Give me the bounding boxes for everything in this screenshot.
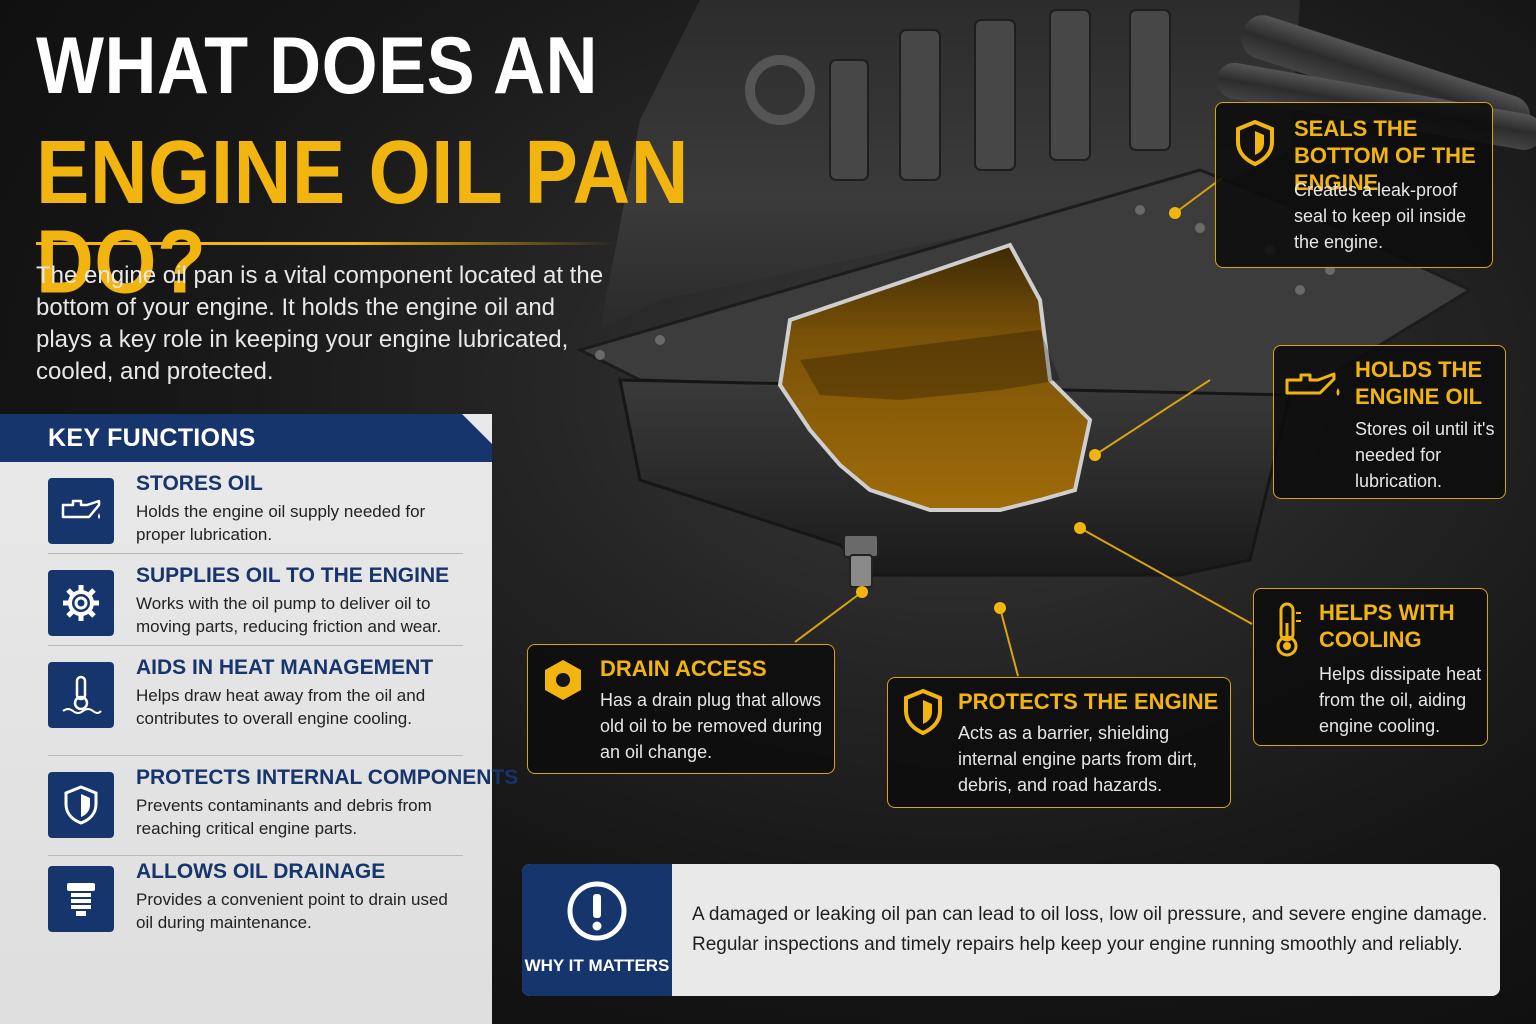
oil-can-icon	[1284, 368, 1344, 407]
callout-desc: Helps dissipate heat from the oil, aidin…	[1319, 664, 1482, 736]
title-line-1: WHAT DOES AN	[36, 21, 598, 112]
intro-text: The engine oil pan is a vital component …	[36, 262, 604, 385]
thermometer-icon	[1272, 601, 1302, 664]
key-function-title: AIDS IN HEAT MANAGEMENT	[136, 656, 434, 679]
key-function-title: SUPPLIES OIL TO THE ENGINE	[136, 564, 450, 587]
thermometer-icon	[48, 662, 114, 728]
key-functions-panel: KEY FUNCTIONS STORES OIL Holds the engin…	[0, 414, 518, 1024]
title-line-2: ENGINE OIL PAN DO?	[36, 122, 690, 312]
why-it-matters-label: WHY IT MATTERS	[524, 956, 670, 975]
key-function-item: PROTECTS INTERNAL COMPONENTS Prevents co…	[48, 766, 518, 856]
callout-title: HOLDS THE ENGINE OIL	[1355, 357, 1483, 409]
callout-desc: Creates a leak-proof seal to keep oil in…	[1294, 180, 1467, 252]
key-functions-heading: KEY FUNCTIONS	[48, 424, 256, 452]
callout-desc: Stores oil until it's needed for lubrica…	[1355, 419, 1495, 491]
callout-title: PROTECTS THE ENGINE	[958, 689, 1219, 714]
key-function-item: STORES OIL Holds the engine oil supply n…	[48, 472, 463, 554]
callout-drain: DRAIN ACCESS Has a drain plug that allow…	[527, 644, 835, 774]
shield-icon	[1234, 119, 1276, 172]
key-function-title: STORES OIL	[136, 472, 263, 495]
why-it-matters-text: A damaged or leaking oil pan can lead to…	[692, 904, 1488, 955]
key-function-item: AIDS IN HEAT MANAGEMENT Helps draw heat …	[48, 656, 463, 756]
key-function-desc: Helps draw heat away from the oil and co…	[136, 686, 426, 728]
key-function-desc: Works with the oil pump to deliver oil t…	[136, 594, 442, 636]
key-function-title: ALLOWS OIL DRAINAGE	[136, 860, 386, 883]
oil-can-icon	[48, 478, 114, 544]
callout-protects: PROTECTS THE ENGINE Acts as a barrier, s…	[887, 677, 1231, 808]
key-function-title: PROTECTS INTERNAL COMPONENTS	[136, 766, 519, 789]
callout-title: SEALS THE BOTTOM OF THE ENGINE	[1294, 116, 1476, 195]
exclamation-icon	[566, 880, 628, 947]
callout-holds: HOLDS THE ENGINE OIL Stores oil until it…	[1273, 345, 1506, 499]
key-function-desc: Prevents contaminants and debris from re…	[136, 796, 432, 838]
callout-desc: Has a drain plug that allows old oil to …	[600, 690, 823, 762]
callout-title: DRAIN ACCESS	[600, 656, 767, 681]
key-function-desc: Holds the engine oil supply needed for p…	[136, 502, 426, 544]
drain-plug-icon	[48, 866, 114, 932]
key-functions-header: KEY FUNCTIONS	[0, 414, 492, 462]
callout-cooling: HELPS WITH COOLING Helps dissipate heat …	[1253, 588, 1488, 746]
why-it-matters-badge: WHY IT MATTERS	[522, 864, 672, 996]
key-function-item: ALLOWS OIL DRAINAGE Provides a convenien…	[48, 860, 463, 950]
key-function-desc: Provides a convenient point to drain use…	[136, 890, 448, 932]
why-it-matters-box: WHY IT MATTERS A damaged or leaking oil …	[522, 864, 1500, 996]
page-title: WHAT DOES AN ENGINE OIL PAN DO?	[36, 21, 856, 307]
key-function-item: SUPPLIES OIL TO THE ENGINE Works with th…	[48, 564, 463, 646]
shield-icon	[48, 772, 114, 838]
callout-seals: SEALS THE BOTTOM OF THE ENGINE Creates a…	[1215, 102, 1493, 268]
hex-nut-icon	[540, 657, 586, 708]
gear-icon	[48, 570, 114, 636]
callout-desc: Acts as a barrier, shielding internal en…	[958, 723, 1198, 795]
title-underline	[36, 242, 616, 245]
shield-icon	[902, 688, 944, 741]
callout-title: HELPS WITH COOLING	[1319, 600, 1455, 652]
